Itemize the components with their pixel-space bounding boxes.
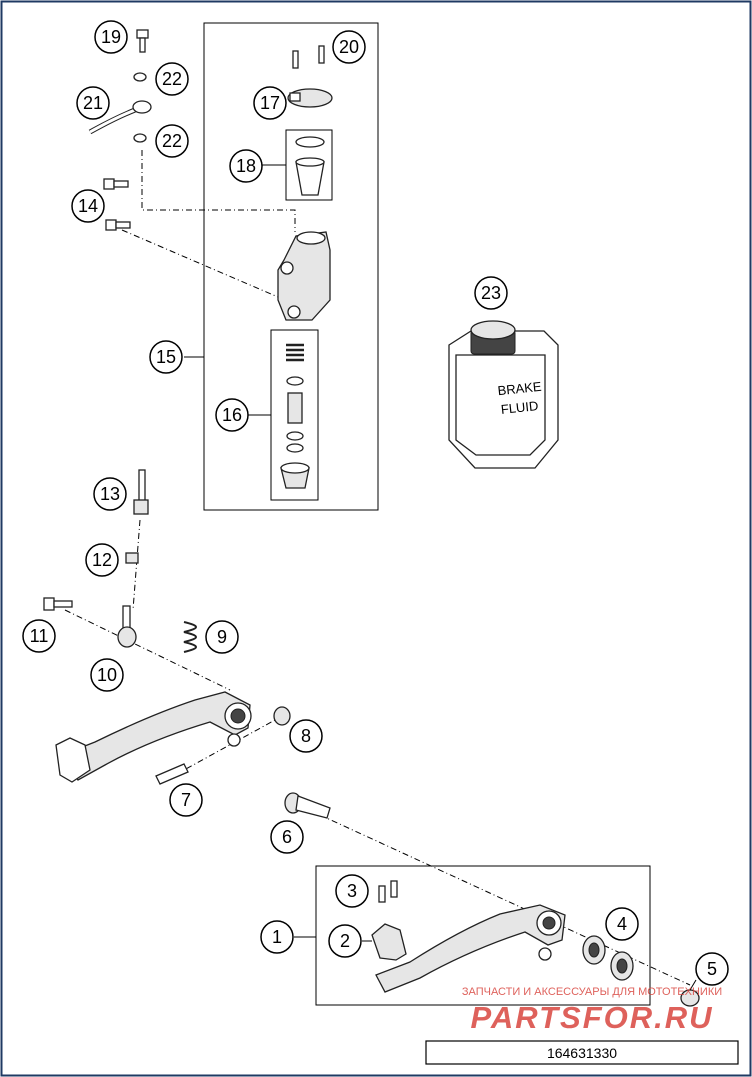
svg-text:22: 22 xyxy=(162,131,182,151)
callout-7: 7 xyxy=(169,783,203,817)
spring-9 xyxy=(183,621,197,653)
axle-bolt-6 xyxy=(284,792,331,819)
brake-fluid-can-23: BRAKE FLUID xyxy=(448,320,559,469)
svg-text:9: 9 xyxy=(217,627,227,647)
bearings-4 xyxy=(582,935,634,981)
callout-11: 11 xyxy=(22,619,56,653)
svg-text:19: 19 xyxy=(101,27,121,47)
svg-text:3: 3 xyxy=(347,881,357,901)
callout-5: 5 xyxy=(695,952,729,986)
washer-22-bottom xyxy=(133,133,147,143)
screws-3 xyxy=(378,880,398,903)
bolt-11 xyxy=(43,597,73,611)
axle-centerline xyxy=(319,814,691,986)
callout-13: 13 xyxy=(93,477,127,511)
diagram-number-box xyxy=(425,1040,739,1065)
master-cylinder-assembly-box xyxy=(203,22,379,511)
svg-text:12: 12 xyxy=(92,550,112,570)
callout-16: 16 xyxy=(215,398,249,432)
diagram-number: 164631330 xyxy=(547,1045,617,1061)
screws-20 xyxy=(292,45,325,69)
watermark-logo: PARTSFOR.RU xyxy=(470,1000,713,1035)
callout-9: 9 xyxy=(205,620,239,654)
callout-6: 6 xyxy=(270,820,304,854)
reservoir-18 xyxy=(295,136,325,196)
svg-text:23: 23 xyxy=(481,283,501,303)
nut-12 xyxy=(125,552,139,564)
callout-18: 18 xyxy=(229,149,263,183)
leader-lines xyxy=(184,164,697,991)
callout-19: 19 xyxy=(94,20,128,54)
bolt-19 xyxy=(136,29,149,53)
bolt-centerline xyxy=(121,229,286,301)
callout-3: 3 xyxy=(335,874,369,908)
svg-text:11: 11 xyxy=(30,626,49,646)
svg-text:5: 5 xyxy=(707,959,717,979)
callout-2: 2 xyxy=(328,924,362,958)
svg-text:2: 2 xyxy=(340,931,350,951)
svg-text:1: 1 xyxy=(272,927,282,947)
svg-text:15: 15 xyxy=(156,347,176,367)
callout-23: 23 xyxy=(474,276,508,310)
pin-7 xyxy=(155,763,189,785)
callout-8: 8 xyxy=(289,719,323,753)
svg-text:10: 10 xyxy=(97,665,117,685)
svg-text:14: 14 xyxy=(78,196,98,216)
brake-pedal-kit-1 xyxy=(375,904,566,993)
pivot-centerline xyxy=(64,609,231,691)
washer-22-top xyxy=(133,72,147,82)
svg-text:8: 8 xyxy=(301,726,311,746)
watermark-tagline: ЗАПЧАСТИ И АКСЕССУАРЫ ДЛЯ МОТОТЕХНИКИ xyxy=(462,986,722,998)
callout-1: 1 xyxy=(260,920,294,954)
svg-text:18: 18 xyxy=(236,156,256,176)
svg-text:20: 20 xyxy=(339,37,359,57)
brake-pedal-assembly xyxy=(55,691,252,783)
callout-10: 10 xyxy=(90,658,124,692)
callout-12: 12 xyxy=(85,543,119,577)
callout-4: 4 xyxy=(605,907,639,941)
svg-text:21: 21 xyxy=(83,93,103,113)
clevis-10 xyxy=(117,605,137,648)
can-label-line2: FLUID xyxy=(500,398,539,417)
svg-text:13: 13 xyxy=(100,484,120,504)
callout-15: 15 xyxy=(149,340,183,374)
bolt-14-lower xyxy=(105,219,131,231)
can-label-line1: BRAKE xyxy=(497,379,543,399)
pin-centerline xyxy=(174,719,276,776)
callout-22-bottom: 22 xyxy=(155,124,189,158)
callout-17: 17 xyxy=(253,86,287,120)
hose-centerline xyxy=(141,150,296,232)
svg-text:17: 17 xyxy=(260,93,280,113)
svg-text:7: 7 xyxy=(181,790,191,810)
pedal-tip-2 xyxy=(371,923,407,961)
master-cylinder-body-15 xyxy=(277,231,331,321)
rod-centerline xyxy=(132,519,141,611)
callout-22-top: 22 xyxy=(155,62,189,96)
repair-kit-16 xyxy=(280,343,310,489)
svg-text:16: 16 xyxy=(222,405,242,425)
reservoir-cap-17 xyxy=(287,88,333,108)
svg-text:22: 22 xyxy=(162,69,182,89)
svg-text:4: 4 xyxy=(617,914,627,934)
brake-pedal-kit-box xyxy=(315,865,651,1006)
callout-21: 21 xyxy=(76,86,110,120)
callout-20: 20 xyxy=(332,30,366,64)
pushrod-13 xyxy=(133,469,149,515)
svg-text:6: 6 xyxy=(282,827,292,847)
watermark: ЗАПЧАСТИ И АКСЕССУАРЫ ДЛЯ МОТОТЕХНИКИ PA… xyxy=(462,986,722,1035)
bushing-8 xyxy=(273,706,291,726)
callout-14: 14 xyxy=(71,189,105,223)
bolt-14-upper xyxy=(103,178,129,190)
brake-hose-21 xyxy=(88,100,152,135)
